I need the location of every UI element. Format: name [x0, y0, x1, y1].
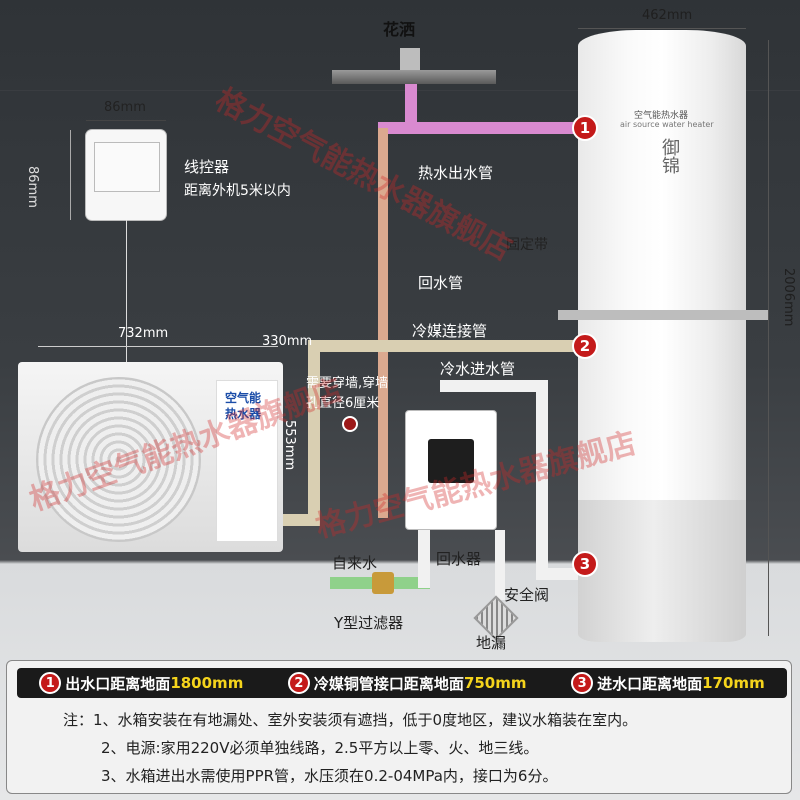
floor-drain-label: 地漏: [476, 634, 507, 652]
return-pipe-label: 回水管: [418, 274, 464, 292]
legend-marker-1: 1: [39, 672, 62, 694]
fixing-strap: [558, 310, 768, 320]
shower-arm: [400, 48, 420, 70]
outdoor-unit: 空气能 热水器: [18, 362, 283, 552]
wall-hole-icon: [342, 416, 358, 432]
wall-line: [0, 90, 800, 91]
controller-screen: [94, 142, 160, 192]
note-3: 3、水箱进出水需使用PPR管，水压须在0.2-04MPa内，接口为6分。: [101, 767, 558, 785]
return-device: [405, 410, 497, 530]
unit-height-dim: 553mm: [282, 420, 297, 471]
controller-height-dim: 86mm: [25, 166, 40, 208]
fixing-strap-label: 固定带: [506, 237, 548, 253]
unit-side-panel: 空气能 热水器: [216, 380, 278, 542]
y-filter-label: Y型过滤器: [334, 614, 404, 632]
cold-water-pipe-to-tank: [536, 568, 578, 580]
return-device-label: 回水器: [436, 550, 482, 568]
legend-text-2: 冷媒铜管接口距离地面: [313, 674, 464, 693]
tank-diameter-line: [578, 28, 746, 29]
tank-brand-en: air source water heater: [620, 120, 714, 129]
hot-out-pipe-label: 热水出水管: [418, 164, 494, 182]
shower-head: [332, 70, 496, 84]
controller-cable: [126, 220, 127, 362]
unit-brand-line2: 热水器: [225, 407, 262, 421]
legend-marker-3: 3: [571, 672, 594, 694]
controller-height-line: [70, 130, 71, 220]
return-device-display: [428, 439, 474, 483]
hot-water-pipe-vertical-shower: [405, 84, 417, 128]
controller-width-dim: 86mm: [104, 100, 146, 115]
tank-brand-cn: 空气能热水器: [634, 111, 689, 121]
legend-value-1: 1800mm: [170, 674, 244, 692]
return-pipe-vertical: [378, 128, 388, 518]
marker-2: 2: [572, 333, 598, 359]
unit-depth-dim: 330mm: [262, 334, 313, 349]
refrigerant-pipe-unit: [283, 514, 320, 526]
tank-base: [578, 500, 746, 642]
refrigerant-pipe-label: 冷媒连接管: [412, 322, 488, 340]
legend-marker-2: 2: [287, 672, 310, 694]
note-2: 2、电源:家用220V必须单独线路，2.5平方以上零、火、地三线。: [101, 739, 539, 757]
legend-text-3: 进水口距离地面: [597, 674, 703, 693]
cold-water-pipe-down: [536, 380, 548, 580]
unit-brand-line1: 空气能: [225, 391, 262, 405]
tank-height-line: [768, 40, 769, 636]
tank-series: 御锦: [659, 138, 680, 174]
hot-water-pipe-horizontal: [378, 122, 578, 134]
tank-diameter-dim: 462mm: [642, 8, 693, 23]
legend-value-2: 750mm: [463, 674, 527, 692]
controller-title: 线控器: [184, 158, 230, 176]
y-filter-icon: [372, 572, 394, 594]
cold-water-pipe-top: [440, 380, 548, 392]
refrigerant-pipe-vertical: [308, 340, 320, 526]
note-1: 注：1、水箱安装在有地漏处、室外安装须有遮挡，低于0度地区，建议水箱装在室内。: [63, 711, 638, 729]
tank-height-dim: 2006mm: [781, 268, 796, 327]
drain-pipe: [495, 530, 505, 600]
wall-note-2: 孔直径6厘米: [306, 396, 380, 411]
mixer-pipe-down: [418, 528, 430, 588]
cold-in-pipe-label: 冷水进水管: [440, 360, 516, 378]
legend-text-1: 出水口距离地面: [65, 674, 171, 693]
fan-grille-icon: [36, 377, 201, 542]
safety-valve-label: 安全阀: [504, 586, 550, 604]
wall-note-1: 需要穿墙,穿墙: [306, 376, 389, 391]
controller-note: 距离外机5米以内: [184, 183, 291, 199]
refrigerant-pipe-horizontal: [308, 340, 578, 352]
marker-1: 1: [572, 115, 598, 141]
unit-width-line: [38, 346, 278, 347]
controller-width-line: [86, 120, 166, 121]
tap-water-label: 自来水: [332, 554, 378, 572]
legend-value-3: 170mm: [702, 674, 765, 692]
water-heater-tank: 空气能热水器 air source water heater 御锦: [578, 30, 746, 642]
unit-width-dim: 732mm: [118, 326, 169, 341]
marker-3: 3: [572, 551, 598, 577]
shower-label: 花洒: [383, 20, 416, 39]
wire-controller: [86, 130, 166, 220]
